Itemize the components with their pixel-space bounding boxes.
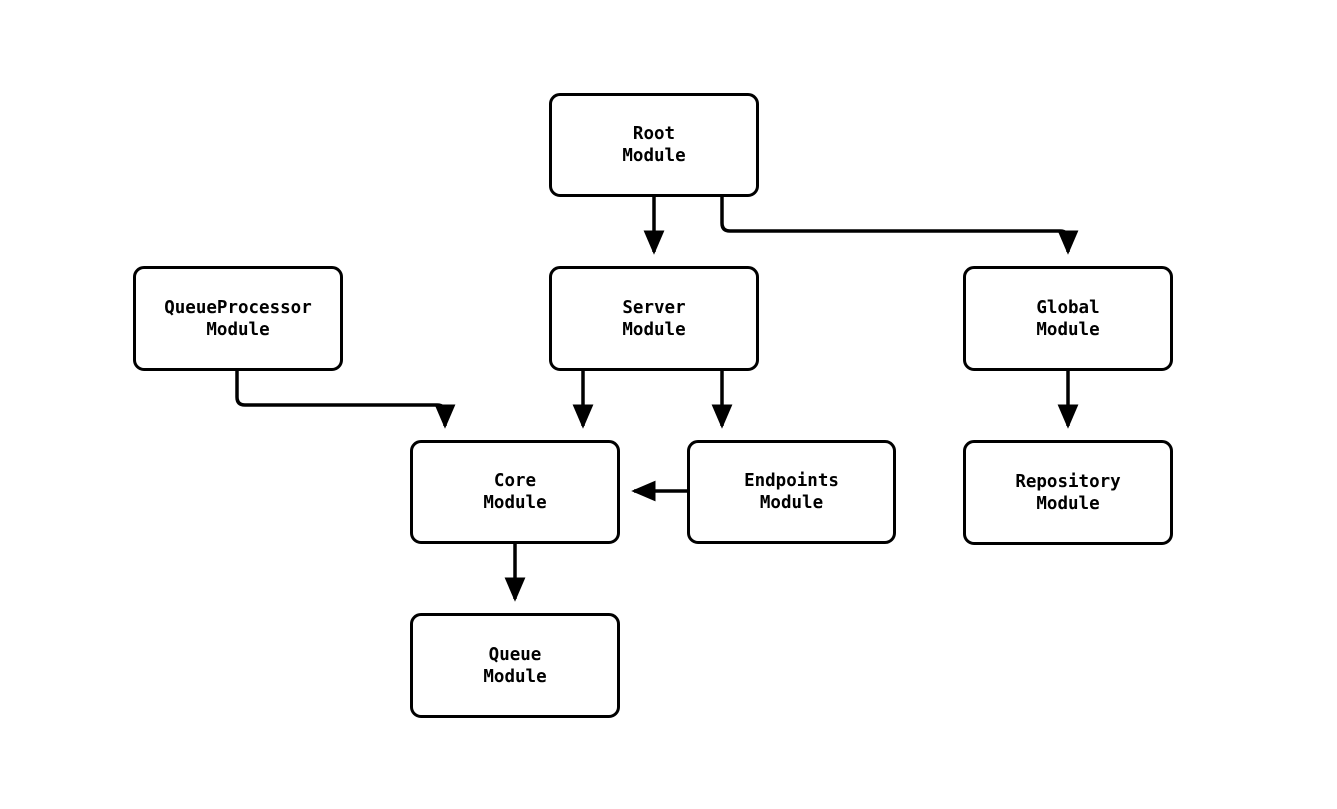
node-global-module[interactable]: Global Module bbox=[963, 266, 1173, 371]
edge-root-to-global bbox=[720, 197, 1079, 255]
node-root-module[interactable]: Root Module bbox=[549, 93, 759, 197]
node-queue-module[interactable]: Queue Module bbox=[410, 613, 620, 718]
edge-queueprocessor-to-core bbox=[235, 371, 456, 429]
node-server-module[interactable]: Server Module bbox=[549, 266, 759, 371]
node-label-line1: Root bbox=[632, 124, 676, 144]
node-label-line1: Queue bbox=[488, 644, 542, 665]
node-label-line2: Module bbox=[483, 493, 547, 513]
node-label-line1: Core bbox=[493, 471, 537, 491]
node-label-line2: Module bbox=[206, 319, 270, 340]
node-label-line2: Module bbox=[1036, 493, 1100, 514]
node-label-line1: Global bbox=[1036, 297, 1100, 318]
node-repository-module[interactable]: Repository Module bbox=[963, 440, 1173, 545]
node-label-line2: Module bbox=[483, 666, 547, 687]
node-core-module[interactable]: Core Module bbox=[410, 440, 620, 544]
node-label-line1: Repository bbox=[1015, 471, 1121, 492]
node-label-line2: Module bbox=[622, 319, 686, 340]
node-label-line1: Server bbox=[622, 297, 686, 318]
node-label-line2: Module bbox=[1036, 319, 1100, 340]
node-endpoints-module[interactable]: Endpoints Module bbox=[687, 440, 896, 544]
node-label-line1: QueueProcessor bbox=[164, 297, 312, 318]
node-label-line2: Module bbox=[622, 146, 686, 166]
node-label-line1: Endpoints bbox=[744, 471, 839, 491]
node-label-line2: Module bbox=[759, 493, 824, 513]
node-queueprocessor-module[interactable]: QueueProcessor Module bbox=[133, 266, 343, 371]
